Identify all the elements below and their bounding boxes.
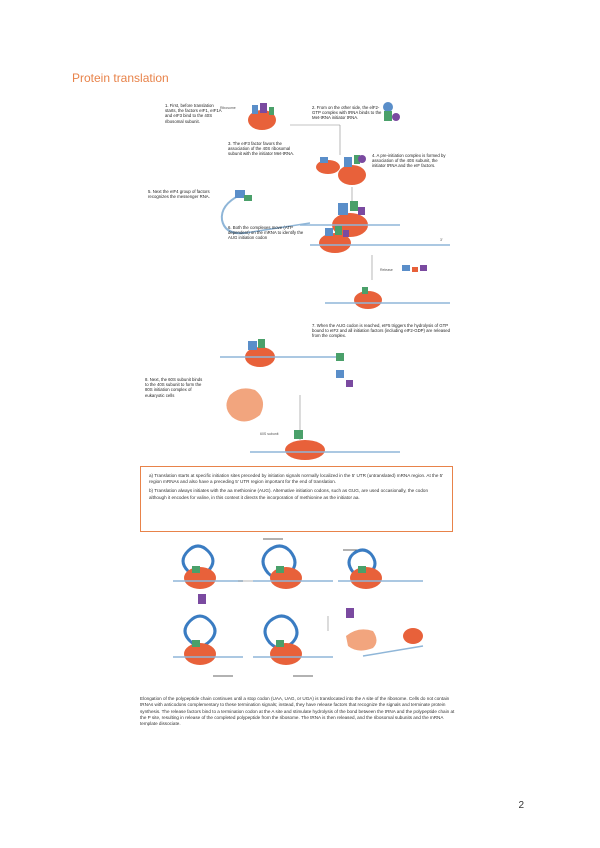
svg-text:Release: Release	[380, 268, 393, 272]
svg-text:60S subunit: 60S subunit	[260, 432, 279, 436]
step-7: 7. When the AUG codon is reached, eIF5 t…	[312, 323, 451, 339]
subunit-60s: 60S subunit	[226, 388, 279, 436]
termination-paragraph: Elongation of the polypeptide chain cont…	[140, 696, 455, 727]
step-5: 5. Next the eIF4 group of factors recogn…	[148, 189, 210, 200]
release-side-factors	[336, 353, 353, 387]
step-2: 2. From on the other side, the elF2-GTP …	[312, 105, 382, 121]
caption-b: b) Translation always initiates with the…	[149, 488, 428, 500]
caption-a: a) Translation starts at specific initia…	[149, 473, 444, 485]
eif4-mrna-loop	[220, 190, 311, 235]
ribosome-label: Ribosome	[220, 106, 236, 110]
termination-figure	[168, 536, 458, 686]
initiation-figure: Ribosome	[140, 95, 455, 460]
ribosome-40s-step1	[248, 103, 276, 130]
eif2-complex	[383, 102, 400, 121]
step-6: 6. Both the complexes move (ATP dependen…	[228, 225, 304, 241]
page-title: Protein translation	[72, 71, 169, 85]
ribosome-step3	[316, 157, 340, 174]
scanning-complex	[310, 226, 450, 253]
step-8: 8. Next, the 60S subunit binds to the 40…	[145, 377, 203, 398]
release-factors: Release	[380, 265, 427, 272]
panel-5	[253, 614, 333, 665]
step-4: 4. A pre-initiation complex is formed by…	[372, 153, 446, 169]
combined-complex	[300, 201, 400, 237]
final-80s-complex	[250, 430, 400, 460]
page-number: 2	[518, 800, 524, 811]
caption-box: a) Translation starts at specific initia…	[140, 466, 453, 532]
ribosome-aug	[325, 287, 450, 309]
step-3: 3. The eIF3 factor favors the associatio…	[228, 141, 295, 157]
panel-3	[338, 548, 423, 589]
panel-4	[173, 614, 243, 665]
panel-2	[253, 544, 333, 589]
panel-1	[173, 544, 243, 604]
panel-6	[346, 608, 424, 657]
ribosome-80s-step8	[220, 339, 340, 367]
step-1: 1. First, before translation starts, the…	[165, 103, 222, 124]
svg-text:3': 3'	[440, 238, 443, 242]
pre-initiation-complex	[338, 155, 366, 185]
